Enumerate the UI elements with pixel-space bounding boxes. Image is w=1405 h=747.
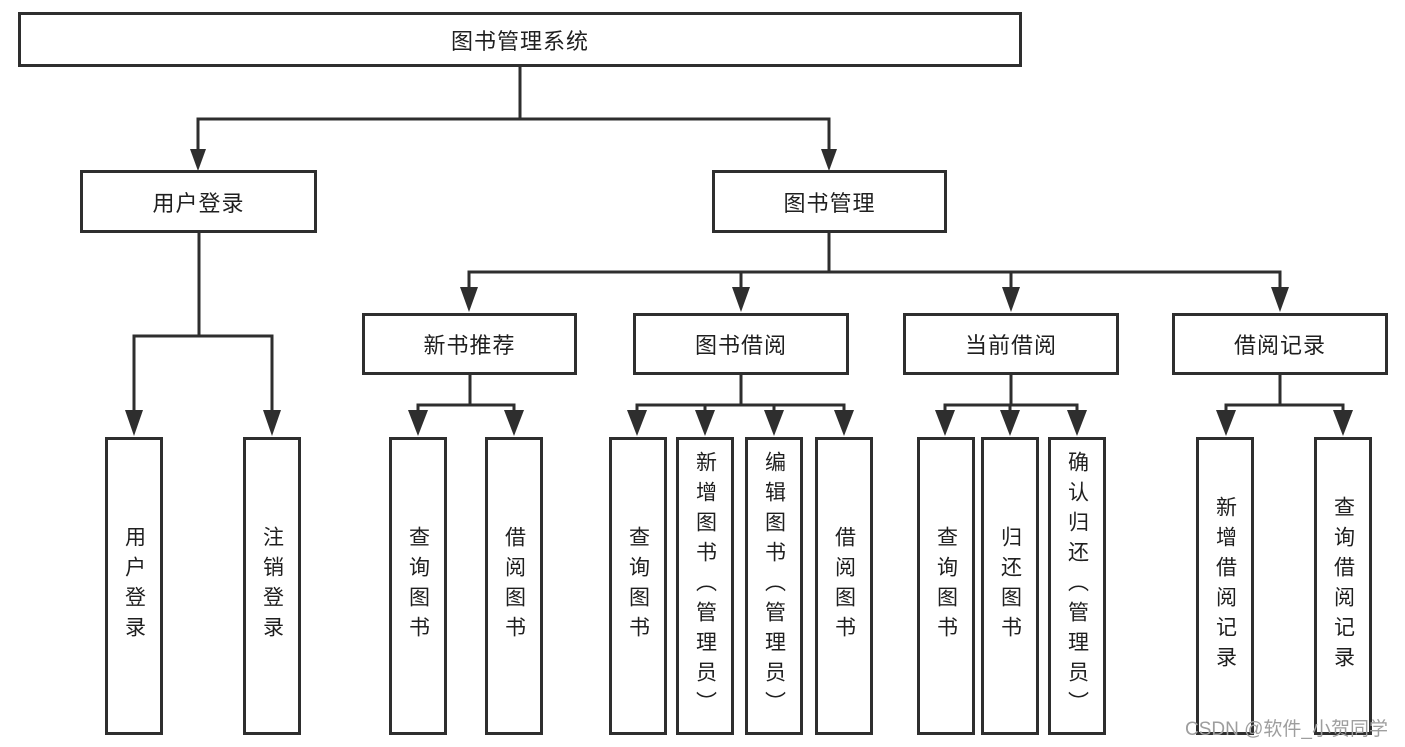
leaf-add-book-admin: 新增图书（管理员）: [676, 437, 734, 735]
leaf-query-books-recommend: 查询图书: [389, 437, 447, 735]
node-new-book-recommend: 新书推荐: [362, 313, 577, 375]
node-library-system: 图书管理系统: [18, 12, 1022, 67]
leaf-edit-book-admin: 编辑图书（管理员）: [745, 437, 803, 735]
leaf-confirm-return-admin: 确认归还（管理员）: [1048, 437, 1106, 735]
leaf-add-borrow-record: 新增借阅记录: [1196, 437, 1254, 735]
node-label: 用户登录: [152, 190, 245, 216]
leaf-borrow-books-recommend: 借阅图书: [485, 437, 543, 735]
node-label: 借阅图书: [832, 526, 856, 646]
node-label: 查询图书: [934, 526, 958, 646]
node-label: 图书借阅: [694, 333, 787, 358]
leaf-logout: 注销登录: [243, 437, 301, 735]
node-label: 图书管理系统: [450, 28, 589, 54]
node-book-management: 图书管理: [712, 170, 947, 233]
node-label: 新增借阅记录: [1213, 496, 1237, 676]
leaf-query-borrow-record: 查询借阅记录: [1314, 437, 1372, 735]
node-label: 借阅图书: [502, 526, 526, 646]
node-label: 借阅记录: [1233, 333, 1326, 358]
node-label: 编辑图书（管理员）: [762, 451, 786, 721]
node-label: 用户登录: [122, 526, 146, 646]
node-label: 当前借阅: [964, 333, 1057, 358]
node-label: 图书管理: [783, 190, 876, 216]
leaf-borrow-books-borrowing: 借阅图书: [815, 437, 873, 735]
node-borrow-records: 借阅记录: [1172, 313, 1388, 375]
leaf-user-login: 用户登录: [105, 437, 163, 735]
leaf-return-books: 归还图书: [981, 437, 1039, 735]
leaf-query-books-borrowing: 查询图书: [609, 437, 667, 735]
node-book-borrowing: 图书借阅: [633, 313, 849, 375]
node-label: 注销登录: [260, 526, 284, 646]
leaf-query-books-current: 查询图书: [917, 437, 975, 735]
node-label: 确认归还（管理员）: [1065, 451, 1089, 721]
node-label: 查询图书: [626, 526, 650, 646]
node-label: 归还图书: [998, 526, 1022, 646]
node-user-login: 用户登录: [80, 170, 317, 233]
node-label: 查询图书: [406, 526, 430, 646]
node-label: 新增图书（管理员）: [693, 451, 717, 721]
csdn-watermark: CSDN @软件_小贺同学: [1185, 719, 1388, 740]
node-label: 查询借阅记录: [1331, 496, 1355, 676]
node-label: 新书推荐: [423, 333, 516, 358]
node-current-borrowing: 当前借阅: [903, 313, 1119, 375]
